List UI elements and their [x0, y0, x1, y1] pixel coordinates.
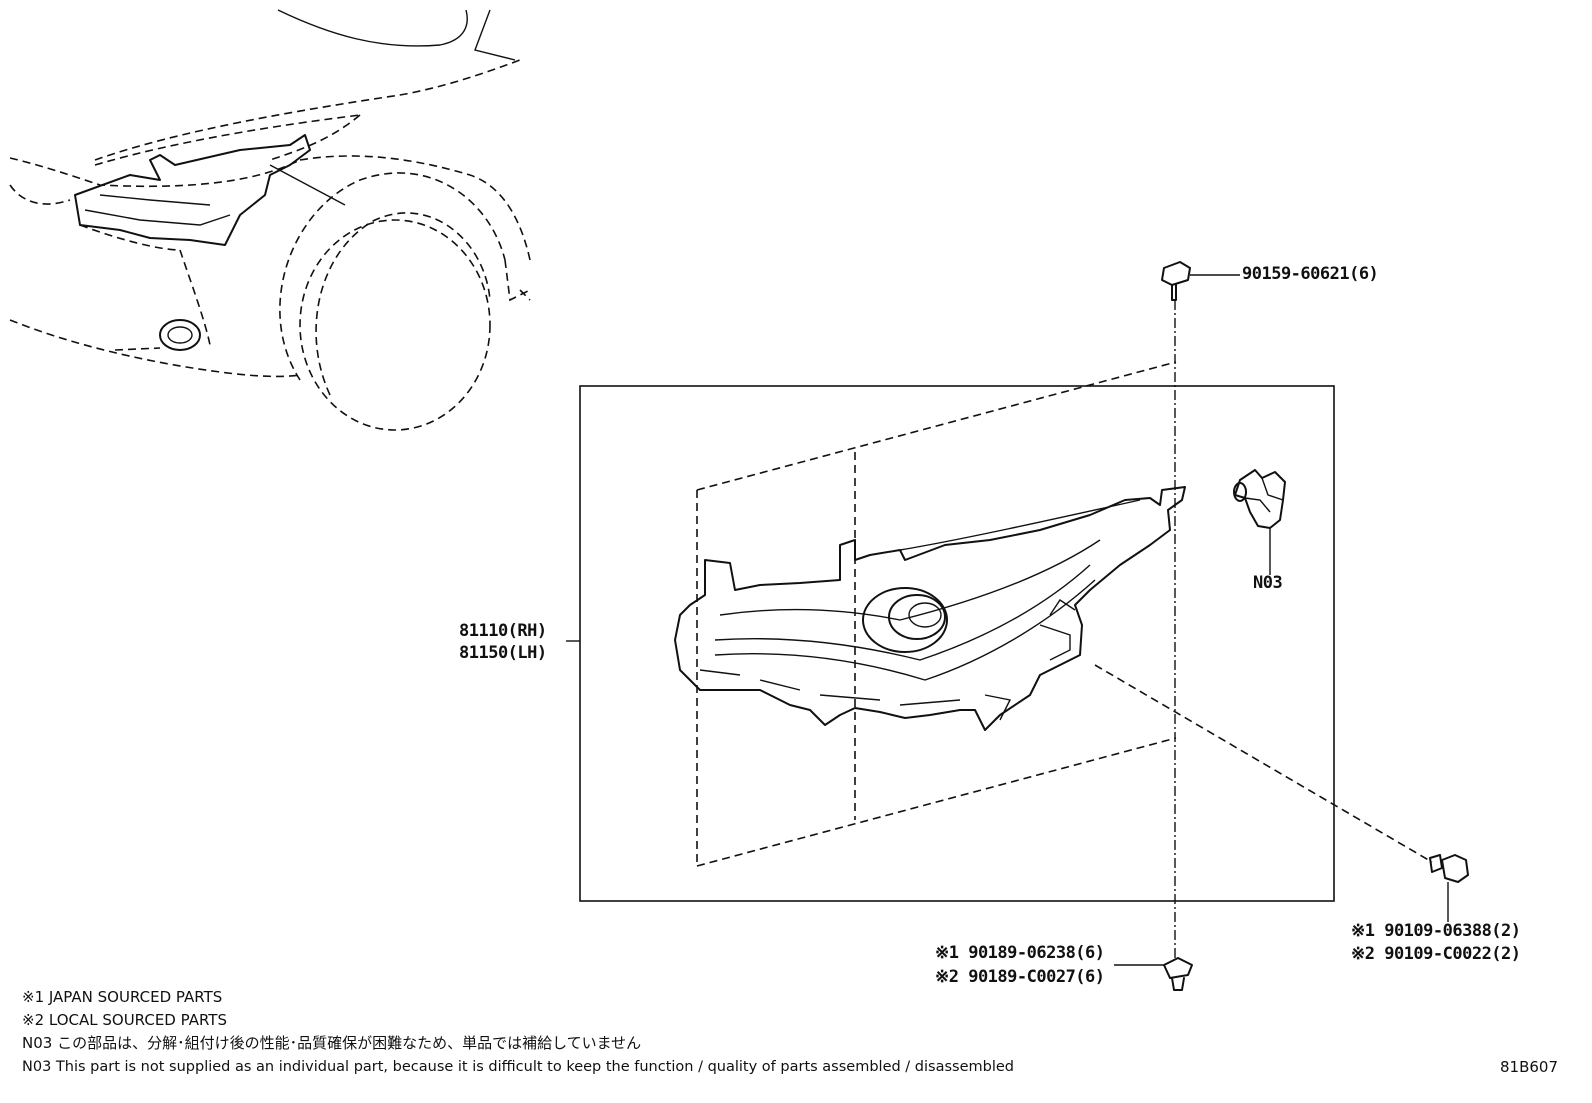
assembly-frame: [579, 385, 1335, 902]
callout-part-n03: N03: [1253, 573, 1283, 593]
car-front-illustration: [9, 9, 531, 431]
callout-screw-bottom-1: ※1 90189-06238(6): [935, 943, 1105, 963]
callout-bolt-top: 90159-60621(6): [1242, 264, 1379, 284]
note-japan-sourced: ※1 JAPAN SOURCED PARTS: [22, 988, 223, 1006]
callout-headlamp-lh: 81150(LH): [459, 643, 547, 663]
callout-screw-bottom-2: ※2 90189-C0027(6): [935, 967, 1105, 987]
bolt-right-drawing: [1094, 664, 1469, 922]
headlamp-unit-drawing: [674, 486, 1186, 731]
callout-headlamp-rh: 81110(RH): [459, 621, 547, 641]
callout-bolt-right-1: ※1 90109-06388(2): [1351, 921, 1521, 941]
screw-bottom-drawing: [1114, 957, 1193, 991]
figure-code: 81B607: [1500, 1058, 1559, 1076]
bolt-top-drawing: [1161, 261, 1240, 958]
callout-bolt-right-2: ※2 90109-C0022(2): [1351, 944, 1521, 964]
note-n03-english: N03 This part is not supplied as an indi…: [22, 1059, 1014, 1075]
note-n03-japanese: N03 この部品は、分解･組付け後の性能･品質確保が困難なため、単品では補給して…: [22, 1034, 642, 1052]
note-local-sourced: ※2 LOCAL SOURCED PARTS: [22, 1011, 227, 1029]
assembly-guide-lines: [696, 361, 1177, 867]
n03-actuator-drawing: [1233, 469, 1286, 575]
